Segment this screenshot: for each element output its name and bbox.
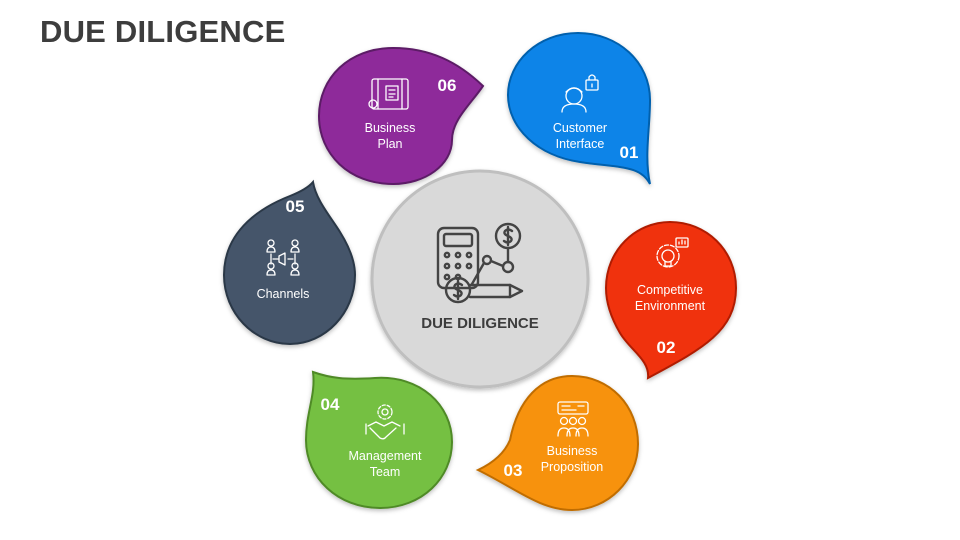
item-label-line2: Proposition	[541, 460, 604, 474]
channels-network-icon	[266, 239, 300, 276]
item-number: 03	[504, 461, 523, 480]
item-label-line1: Management	[349, 449, 422, 463]
item-02-competitive-environment: Competitive Environment 02	[604, 220, 738, 380]
item-label-line1: Competitive	[637, 283, 703, 297]
item-03-business-proposition: Business Proposition 03	[475, 374, 640, 512]
item-04-management-team: 04 Management Team	[304, 370, 454, 510]
item-05-channels: 05 Channels	[222, 179, 357, 346]
center-node: DUE DILIGENCE	[370, 169, 590, 389]
item-number: 06	[438, 76, 457, 95]
item-01-customer-interface: Customer Interface 01	[506, 31, 652, 185]
drop-shape	[475, 374, 640, 512]
drop-shape	[506, 31, 652, 185]
handshake-gear-icon	[365, 404, 405, 440]
item-label-line1: Business	[547, 444, 598, 458]
item-number: 02	[657, 338, 676, 357]
item-label-line1: Business	[365, 121, 416, 135]
item-label-line2: Team	[370, 465, 401, 479]
item-number: 01	[620, 143, 639, 162]
drop-shape	[304, 370, 454, 510]
business-plan-icon	[368, 78, 409, 110]
item-label-line1: Channels	[257, 287, 310, 301]
gear-bulb-icon	[656, 237, 689, 268]
customer-lock-icon	[561, 74, 599, 113]
item-label-line2: Plan	[377, 137, 402, 151]
drop-shape	[317, 46, 485, 186]
drop-shape	[604, 220, 738, 380]
item-number: 05	[286, 197, 305, 216]
center-circle	[370, 169, 590, 389]
item-label-line1: Customer	[553, 121, 607, 135]
item-label-line2: Interface	[556, 137, 605, 151]
item-label-line2: Environment	[635, 299, 706, 313]
team-proposal-icon	[557, 401, 589, 437]
drop-shape	[222, 179, 357, 346]
item-number: 04	[321, 395, 340, 414]
calculator-dollar-chart-icon	[436, 222, 524, 304]
page-title: DUE DILIGENCE	[40, 14, 286, 49]
item-06-business-plan: 06 Business Plan	[317, 46, 485, 186]
center-label: DUE DILIGENCE	[421, 315, 539, 332]
